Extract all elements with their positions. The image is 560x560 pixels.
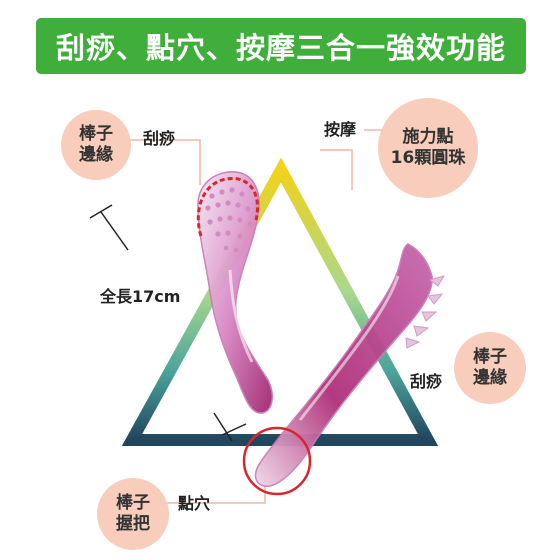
label-acupoint: 點穴 [178,494,211,513]
guasha-curved-tool [254,243,446,487]
label-guasha-top: 刮痧 [143,129,176,148]
feature-banner: 刮痧、點穴、按摩三合一強效功能 [36,18,526,74]
label-guasha-right: 刮痧 [410,372,443,391]
label-length: 全長17cm [100,287,181,306]
guasha-spoon-tool [197,171,274,414]
label-massage: 按摩 [324,120,357,139]
length-measure-lines [89,204,247,442]
bubble-text: 施力點 16顆圓珠 [390,127,466,168]
bubble-stick-edge-right: 棒子 邊緣 [454,332,526,404]
bubble-stick-edge-top: 棒子 邊緣 [61,110,131,180]
bubble-stick-handle: 棒子 握把 [97,478,169,550]
bubble-text: 棒子 邊緣 [79,124,113,165]
bubble-pressure-points: 施力點 16顆圓珠 [378,98,478,198]
bubble-text: 棒子 邊緣 [473,347,507,388]
acupoint-highlight [242,426,312,496]
bubble-text: 棒子 握把 [116,493,150,534]
